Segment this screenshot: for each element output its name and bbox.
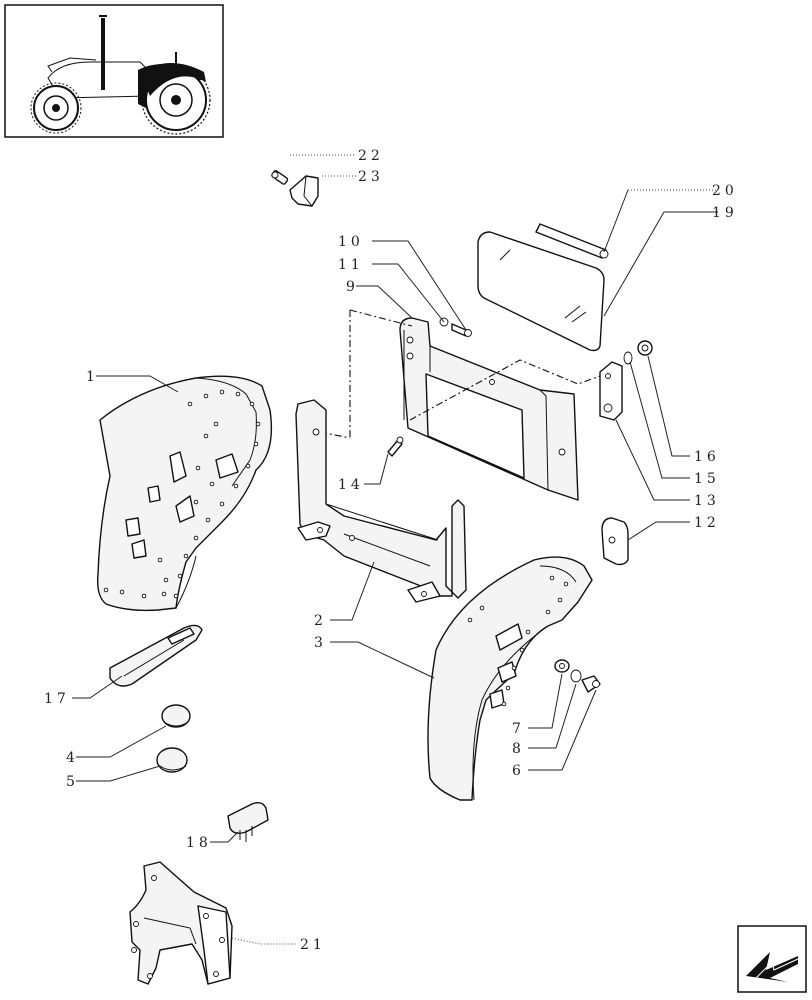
part-5-cap <box>156 747 188 773</box>
callout-5: 5 <box>66 774 79 790</box>
fender-3-holes <box>467 575 569 707</box>
callout-9: 9 <box>346 279 359 295</box>
callout-18: 18 <box>186 835 212 851</box>
part-16-nut <box>637 340 653 356</box>
callout-19: 19 <box>712 205 738 221</box>
callout-15: 15 <box>694 471 720 487</box>
callout-14: 14 <box>338 477 364 493</box>
callout-22: 22 <box>358 148 384 164</box>
callout-4: 4 <box>66 750 79 766</box>
part-1-left-fender <box>96 375 273 612</box>
part-21-mounting-bracket <box>129 861 233 985</box>
part-12-pad <box>601 517 629 566</box>
part-9-window-frame <box>399 317 579 501</box>
tractor-thumbnail-icon[interactable] <box>4 4 224 138</box>
part-22-bolt <box>271 170 289 185</box>
callout-6: 6 <box>512 763 525 779</box>
callout-10: 10 <box>338 234 364 250</box>
callout-8: 8 <box>512 741 525 757</box>
callout-11: 11 <box>338 257 364 273</box>
part-4-cap <box>161 704 191 728</box>
part-20-seal-strip <box>535 223 609 259</box>
part-7-nut <box>554 659 570 673</box>
part-17-step-plate <box>109 624 203 687</box>
part-18-light-bracket <box>227 801 269 842</box>
part-23-bracket <box>289 175 319 207</box>
callout-21: 21 <box>300 937 326 953</box>
part-8-washer <box>570 669 582 683</box>
callout-2: 2 <box>314 613 327 629</box>
part-14-bolt <box>387 436 404 457</box>
callout-16: 16 <box>694 449 720 465</box>
callout-3: 3 <box>314 635 327 651</box>
part-19-glass-panel <box>477 231 605 352</box>
callout-23: 23 <box>358 169 384 185</box>
callout-20: 20 <box>712 183 738 199</box>
callout-labels: 22 23 20 19 10 11 9 1 14 16 15 13 12 2 3… <box>44 148 738 953</box>
part-3-right-fender <box>427 556 593 801</box>
fender-1-holes <box>103 389 261 599</box>
part-13-hinge-bracket <box>599 361 623 421</box>
callout-12: 12 <box>694 515 720 531</box>
part-10-bolt <box>451 323 472 337</box>
callout-7: 7 <box>512 721 525 737</box>
callout-17: 17 <box>44 691 70 707</box>
next-page-arrow-icon[interactable] <box>737 925 807 993</box>
part-2-support-frame <box>295 399 467 603</box>
part-15-washer <box>623 351 633 365</box>
part-6-bolt <box>581 675 601 693</box>
leader-lines <box>72 154 718 945</box>
callout-13: 13 <box>694 493 720 509</box>
callout-1: 1 <box>86 369 99 385</box>
